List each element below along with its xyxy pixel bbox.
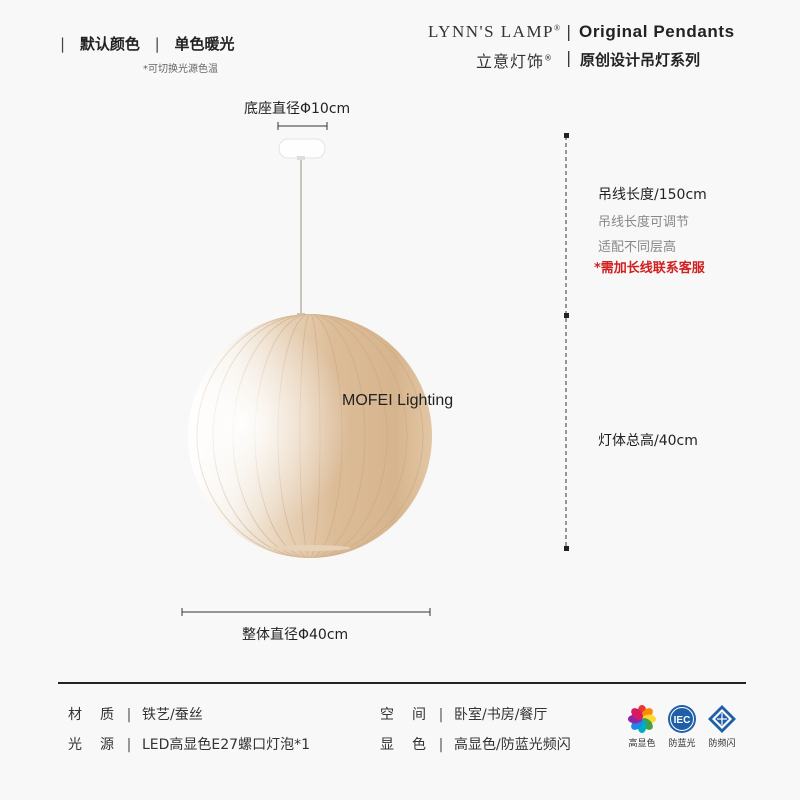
spec-value: 高显色/防蓝光频闪	[454, 737, 571, 753]
overall-diameter-label: 整体直径Φ40cm	[242, 627, 349, 643]
separator: |	[60, 35, 66, 53]
cord-length-label: 吊线长度/150cm	[598, 187, 707, 203]
brand-cn-text: 立意灯饰	[476, 52, 545, 71]
iec-badge-icon: IEC	[668, 705, 696, 733]
lamp-shade	[188, 314, 432, 558]
color-wheel-icon	[628, 705, 656, 733]
diamond-cert-icon	[708, 705, 736, 733]
cert-high-cri: 高显色	[620, 704, 664, 749]
cert-label: 高显色	[628, 739, 656, 749]
spec-key: 材 质	[68, 707, 116, 723]
spec-value: 铁艺/蚕丝	[142, 707, 203, 723]
brand-name-text: LYNN'S LAMP	[428, 22, 555, 41]
cord-adjustable-note: 吊线长度可调节	[598, 215, 690, 230]
brand-name: LYNN'S LAMP®	[428, 22, 562, 42]
color-option-bar: | 默认颜色 | 单色暖光	[60, 33, 245, 54]
series-title-en: Original Pendants	[579, 22, 735, 41]
brand-name-cn: 立意灯饰®	[476, 48, 553, 72]
spec-separator: |	[126, 737, 132, 753]
spec-light-source: 光 源 | LED高显色E27螺口灯泡*1	[68, 734, 310, 754]
option-single-warm[interactable]: 单色暖光	[174, 35, 235, 53]
spec-value: 卧室/书房/餐厅	[454, 707, 548, 723]
cert-label: 防频闪	[708, 739, 736, 749]
spec-key: 光 源	[68, 737, 116, 753]
brand-separator: |	[566, 22, 572, 41]
option-default-color[interactable]: 默认颜色	[79, 35, 140, 53]
watermark-text: MOFEI Lighting	[342, 392, 454, 409]
ceiling-canopy	[278, 138, 326, 160]
series-title-cn: 原创设计吊灯系列	[580, 51, 701, 69]
lamp-illustration	[181, 122, 569, 616]
spec-color-rendering: 显 色 | 高显色/防蓝光频闪	[380, 734, 571, 754]
body-height-label: 灯体总高/40cm	[598, 433, 698, 449]
diameter-dimension-line	[181, 608, 431, 616]
spec-value: LED高显色E27螺口灯泡*1	[142, 737, 310, 753]
spec-space: 空 间 | 卧室/书房/餐厅	[380, 704, 547, 724]
spec-separator: |	[126, 707, 132, 723]
cert-label: 防蓝光	[668, 739, 696, 749]
base-diameter-label: 底座直径Φ10cm	[244, 101, 351, 117]
ceiling-height-note: 适配不同层高	[598, 240, 677, 255]
spec-key: 显 色	[380, 737, 428, 753]
spec-material: 材 质 | 铁艺/蚕丝	[68, 704, 203, 724]
spec-key: 空 间	[380, 707, 428, 723]
section-divider	[58, 682, 746, 684]
registered-mark: ®	[544, 53, 554, 63]
extension-contact-note: *需加长线联系客服	[594, 261, 705, 276]
brand-separator: |	[566, 48, 572, 67]
separator: |	[154, 35, 160, 53]
base-dimension-line	[277, 122, 328, 130]
iec-badge-text: IEC	[674, 715, 691, 726]
registered-mark: ®	[554, 23, 562, 33]
cert-flicker-free: 防频闪	[700, 704, 744, 749]
cert-anti-blue-light: IEC 防蓝光	[660, 704, 704, 749]
height-dimension-line	[564, 133, 569, 551]
color-temp-note: *可切换光源色温	[143, 64, 218, 75]
spec-separator: |	[438, 707, 444, 723]
spec-separator: |	[438, 737, 444, 753]
